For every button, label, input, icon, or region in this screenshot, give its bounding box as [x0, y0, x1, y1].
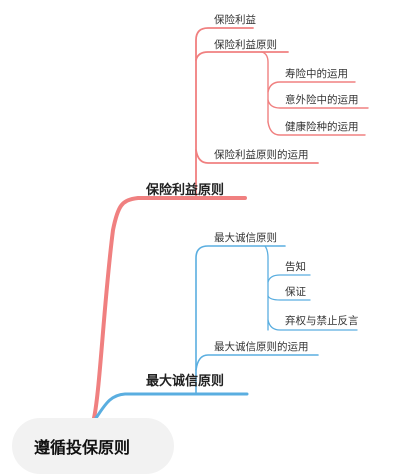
connector-good-faith-subtree	[264, 245, 269, 331]
connector-to-health-insurance-leaf	[267, 121, 366, 136]
connector-to-accident-insurance-leaf	[267, 99, 369, 109]
connector-to-insurable-interest-leaf	[195, 27, 254, 199]
leaf-utmost-good-faith-application[interactable]: 最大诚信原则的运用	[214, 341, 309, 353]
leaf-warranty[interactable]: 保证	[285, 286, 306, 298]
leaf-waiver-and-estoppel[interactable]: 弃权与禁止反言	[285, 315, 359, 327]
connector-root-to-insurable-interest	[92, 196, 247, 420]
connector-to-good-faith-application-leaf	[195, 354, 319, 371]
connector-to-waiver-estoppel-leaf	[267, 319, 358, 331]
branch-insurable-interest-principle[interactable]: 保险利益原则	[146, 183, 225, 198]
connector-to-good-faith-leaf	[195, 245, 286, 395]
connector-principle-subtree	[261, 51, 269, 123]
leaf-insurable-interest-application[interactable]: 保险利益原则的运用	[214, 149, 309, 161]
branch-utmost-good-faith-principle[interactable]: 最大诚信原则	[146, 374, 225, 389]
connector-to-principle-application-leaf	[195, 149, 319, 164]
leaf-insurable-interest-principle[interactable]: 保险利益原则	[214, 39, 277, 51]
leaf-insurable-interest[interactable]: 保险利益	[214, 14, 256, 26]
leaf-life-insurance-application[interactable]: 寿险中的运用	[285, 68, 348, 80]
connector-to-disclosure-leaf	[267, 274, 311, 283]
connector-to-warranty-leaf	[267, 295, 311, 301]
connector-root-to-utmost-good-faith	[94, 392, 249, 420]
leaf-utmost-good-faith[interactable]: 最大诚信原则	[214, 232, 277, 244]
connector-to-principle-leaf	[195, 51, 289, 61]
connector-to-life-insurance-leaf	[267, 81, 356, 93]
leaf-accident-insurance-application[interactable]: 意外险中的运用	[285, 94, 359, 106]
leaf-disclosure[interactable]: 告知	[285, 261, 306, 273]
root-node-label: 遵循投保原则	[34, 438, 131, 457]
leaf-health-insurance-application[interactable]: 健康险种的运用	[285, 121, 359, 133]
root-node[interactable]	[12, 418, 174, 474]
